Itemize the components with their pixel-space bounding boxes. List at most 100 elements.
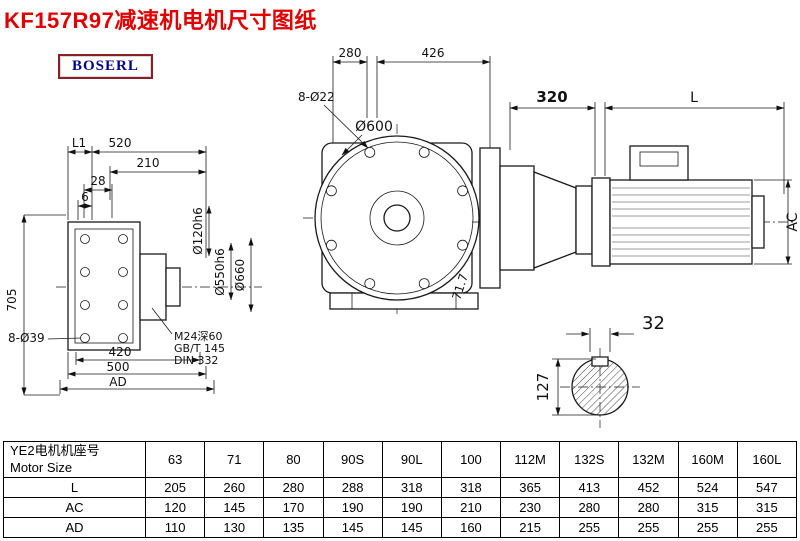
bolt-holes-39 [80,234,128,343]
svg-text:320: 320 [536,88,567,106]
svg-text:127: 127 [534,373,552,402]
table-corner-header: YE2电机机座号 Motor Size [3,441,146,478]
dim-L1: L1 [67,136,93,220]
svg-text:28: 28 [90,174,105,188]
shaft-section-view: 32 127 [534,313,665,428]
table-cell: 130 [204,517,265,538]
col-header: 160L [736,441,798,478]
label-8d22: 8-Ø22 [298,90,369,149]
col-header: 90L [381,441,442,478]
svg-text:8-Ø39: 8-Ø39 [8,331,45,345]
flange-plate-side [479,147,501,289]
col-header: 112M [500,441,561,478]
output-shaft-stub [165,267,181,307]
table-cell: 255 [736,517,798,538]
dim-6: 6 [77,190,93,220]
col-header: 71 [204,441,265,478]
svg-text:Ø120h6: Ø120h6 [191,207,205,255]
table-cell: 110 [144,517,206,538]
svg-text:6: 6 [81,190,89,204]
motor-size-table: YE2电机机座号 Motor Size 63 71 80 90S 90L 100… [3,441,798,538]
col-header: 132M [618,441,679,478]
col-header: 90S [322,441,383,478]
dim-d660: Ø660 [233,237,254,313]
svg-text:AD: AD [109,375,126,389]
svg-text:AC: AC [785,212,800,231]
table-header-row: YE2电机机座号 Motor Size 63 71 80 90S 90L 100… [3,441,798,478]
table-cell: 255 [618,517,679,538]
row-label: L [3,477,146,498]
cone-adapter [533,171,577,269]
front-view: L1 520 210 28 6 [5,136,262,396]
table-cell: 547 [736,477,798,498]
table-row: L 205 260 280 288 318 318 365 413 452 52… [3,477,798,498]
table-cell: 255 [677,517,738,538]
dim-L: L [604,90,785,194]
dim-280: 280 [332,46,368,143]
table-cell: 215 [500,517,561,538]
row-label: AC [3,497,146,518]
svg-text:M24深60: M24深60 [174,330,223,343]
svg-text:280: 280 [339,46,362,60]
header-line-cn: YE2电机机座号 [10,443,100,459]
table-cell: 280 [263,477,324,498]
table-cell: 315 [736,497,798,518]
table-cell: 145 [204,497,265,518]
table-row: AD 110 130 135 145 145 160 215 255 255 2… [3,517,798,538]
table-cell: 160 [440,517,502,538]
motor-fins [612,187,750,257]
dim-210: 210 [109,156,207,200]
output-hub [139,253,167,321]
svg-text:420: 420 [109,345,132,359]
dim-d120: Ø120h6 [191,205,212,257]
svg-text:500: 500 [107,360,130,374]
svg-text:L: L [690,90,698,106]
svg-text:L1: L1 [72,136,86,150]
table-cell: 205 [144,477,206,498]
bolt-holes-22 [325,146,469,290]
table-cell: 190 [322,497,383,518]
flange-circle-600 [314,135,480,301]
adapter-ring [575,185,593,255]
table-cell: 280 [618,497,679,518]
col-header: 80 [263,441,324,478]
table-cell: 230 [500,497,561,518]
col-header: 100 [440,441,502,478]
table-cell: 288 [322,477,383,498]
table-cell: 365 [500,477,561,498]
input-bore [383,204,411,232]
svg-text:Ø600: Ø600 [355,119,393,135]
dim-320: 320 [509,88,596,176]
dim-705: 705 [5,214,66,396]
svg-text:DIN 332: DIN 332 [174,354,218,367]
table-cell: 135 [263,517,324,538]
svg-text:8-Ø22: 8-Ø22 [298,90,335,104]
table-cell: 145 [322,517,383,538]
side-view: 320 L AC [472,88,800,289]
dim-d550: Ø550h6 [213,242,234,301]
svg-text:705: 705 [5,289,19,312]
table-cell: 524 [677,477,738,498]
dim-520: 520 [91,136,207,258]
technical-drawing: L1 520 210 28 6 [5,46,800,428]
dim-32: 32 [566,313,665,352]
dim-500: 500 [67,352,207,379]
dim-426: 426 [376,46,491,160]
gear-housing-side [499,165,535,271]
svg-text:520: 520 [109,136,132,150]
dim-28: 28 [83,174,113,218]
dim-AD: AD [59,375,215,394]
terminal-box [629,145,689,181]
col-header: 132S [559,441,620,478]
table-cell: 120 [144,497,206,518]
page-title: KF157R97减速机电机尺寸图纸 [4,8,317,33]
shaft-circle [571,358,629,416]
svg-text:Ø550h6: Ø550h6 [213,248,227,296]
flange-view: Ø600 8-Ø22 280 426 71.7 [298,46,494,316]
motor-flange [591,177,611,267]
fan-cover [751,195,765,249]
dim-420: 420 [75,345,201,365]
table-cell: 413 [559,477,620,498]
col-header: 160M [677,441,738,478]
